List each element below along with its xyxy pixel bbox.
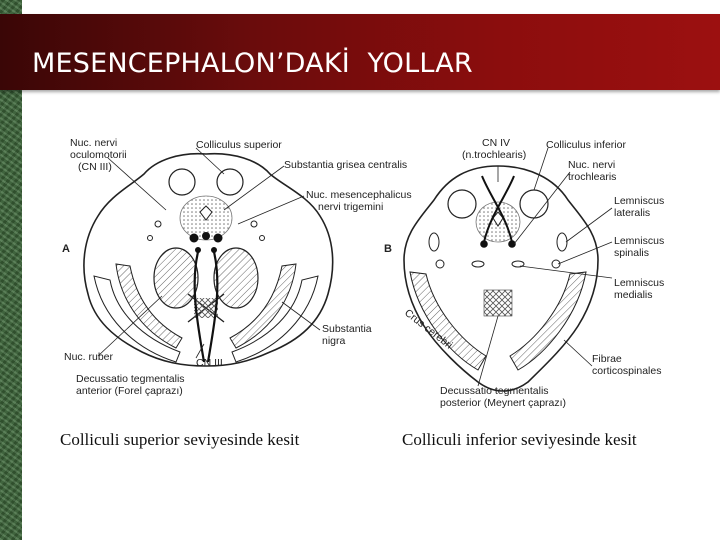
panel-b-letter: B (384, 243, 392, 255)
label-medialis: medialis (614, 289, 653, 301)
label-nuc-nervi-oculomotorii: Nuc. nervi (70, 137, 117, 149)
label-meynert-caprazi: posterior (Meynert çaprazı) (440, 397, 566, 409)
label-fibrae: Fibrae (592, 353, 622, 365)
label-decussatio-anterior: Decussatio tegmentalis (76, 373, 185, 385)
label-lemniscus-spinalis: Lemniscus (614, 235, 664, 247)
label-colliculus-superior: Colliculus superior (196, 139, 282, 151)
nucleus-ruber (153, 247, 199, 309)
label-substantia-nigra: Substantia (322, 323, 372, 335)
label-colliculus-inferior: Colliculus inferior (546, 139, 626, 151)
label-nuc-ruber: Nuc. ruber (64, 351, 114, 363)
label-cn3-a: (CN III) (78, 161, 112, 173)
label-n-trochlearis: (n.trochlearis) (462, 149, 526, 161)
label-cn3-fibers: CN III (196, 357, 223, 369)
label-substantia-grisea-centralis: Substantia grisea centralis (284, 159, 407, 171)
label-nuc-nervi-trochlearis: Nuc. nervi (568, 159, 615, 171)
label-lemniscus-medialis: Lemniscus (614, 277, 664, 289)
panel-b: B CN IV (n.trochlearis) Colliculus infer… (384, 137, 664, 409)
slide-title: MESENCEPHALON’DAKİ YOLLAR (32, 48, 473, 79)
title-bar: MESENCEPHALON’DAKİ YOLLAR (0, 14, 720, 90)
cn3-fibers (193, 251, 219, 363)
decussatio-posterior (483, 289, 513, 317)
label-nuc-nervi-oculomotorii-2: oculomotorii (70, 149, 127, 161)
panel-a: A Nuc. nervi oculomotorii (CN III) Colli… (62, 137, 412, 397)
label-cn4: CN IV (482, 137, 510, 149)
label-nigra: nigra (322, 335, 346, 347)
panel-a-letter: A (62, 243, 70, 255)
mesencephalon-cross-section-diagram: A Nuc. nervi oculomotorii (CN III) Colli… (62, 137, 664, 409)
crus-cerebri-band (409, 271, 487, 371)
label-trochlearis: trochlearis (568, 171, 616, 183)
label-spinalis: spinalis (614, 247, 649, 259)
label-corticospinales: corticospinales (592, 365, 661, 377)
label-lateralis: lateralis (614, 207, 650, 219)
label-decussatio-posterior: Decussatio tegmentalis (440, 385, 549, 397)
substantia-nigra-a (115, 263, 183, 349)
label-lemniscus-lateralis: Lemniscus (614, 195, 664, 207)
caption-left: Colliculi superior seviyesinde kesit (60, 430, 300, 449)
caption-right: Colliculi inferior seviyesinde kesit (402, 430, 637, 449)
side-texture-strip (0, 0, 22, 540)
label-nervi-trigemini: nervi trigemini (318, 201, 383, 213)
cn4-fibers (481, 175, 515, 243)
label-forel-caprazi: anterior (Forel çaprazı) (76, 385, 183, 397)
label-nuc-mesencephalicus: Nuc. mesencephalicus (306, 189, 412, 201)
